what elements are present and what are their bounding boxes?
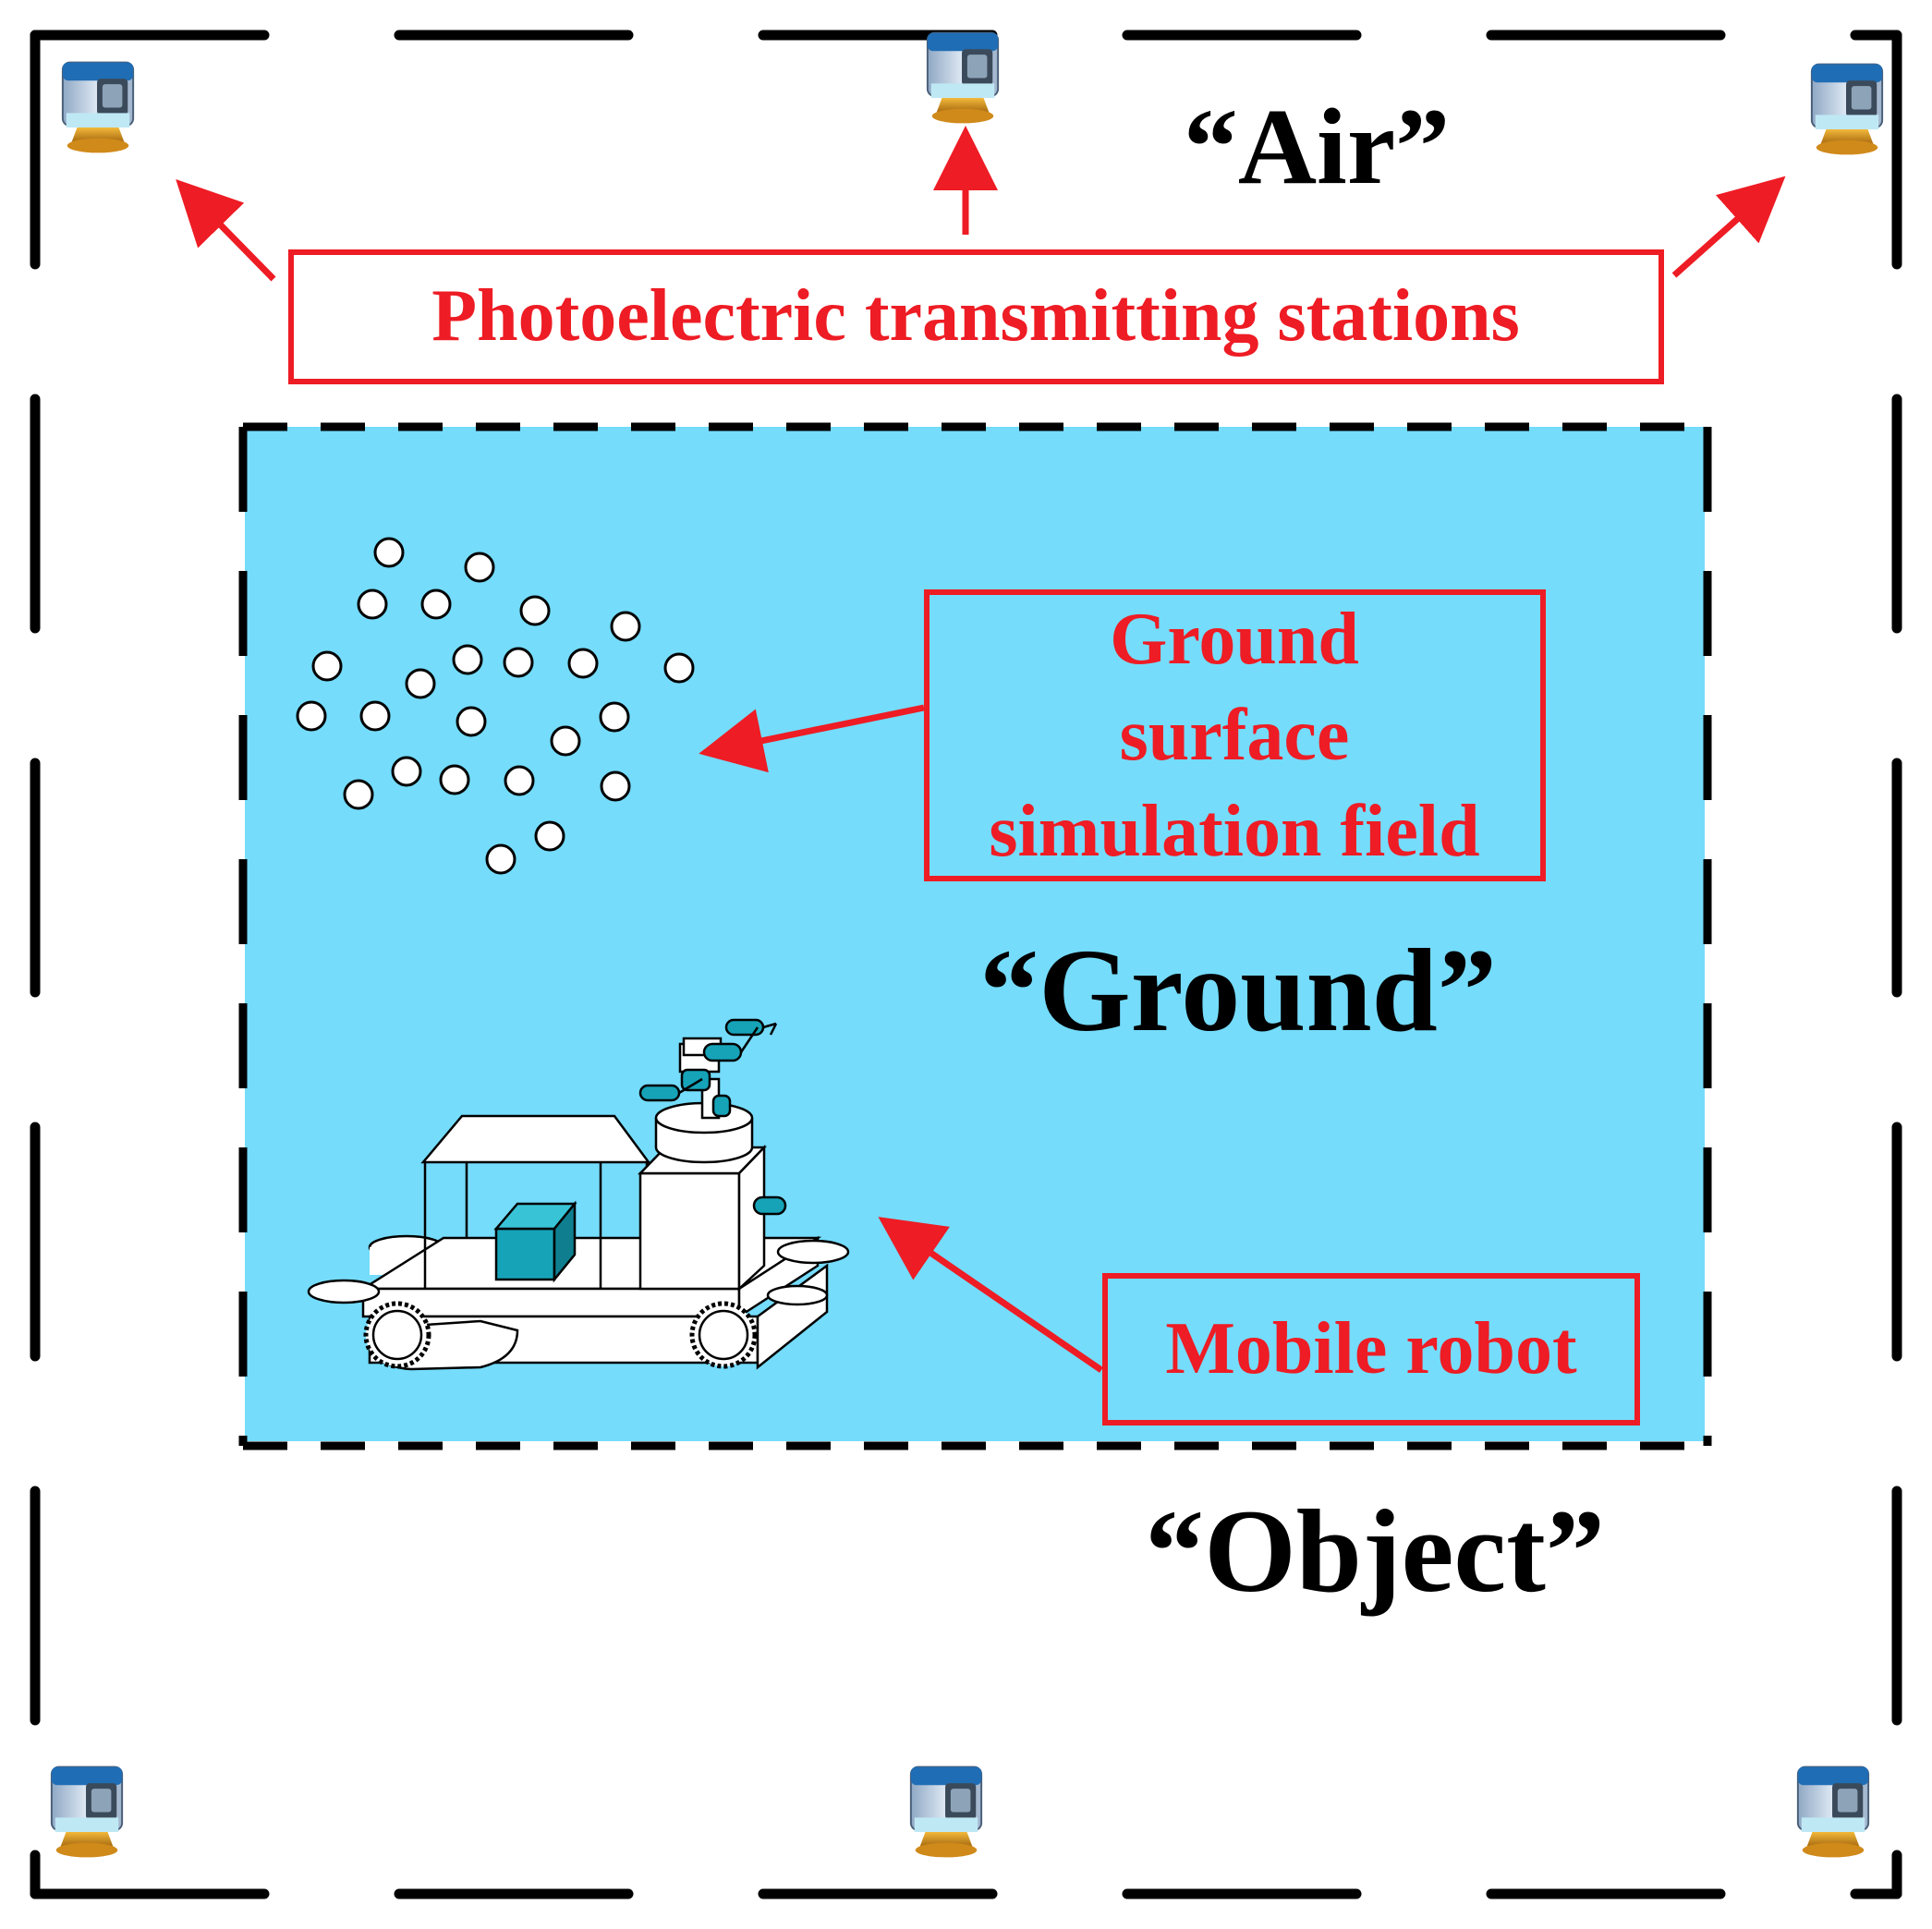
target-marker-icon <box>456 706 487 737</box>
target-marker-icon <box>464 552 495 583</box>
target-marker-icon <box>663 652 695 684</box>
stations-label: Photoelectric transmitting stations <box>431 275 1520 357</box>
target-marker-icon <box>296 700 327 732</box>
photoelectric-station-icon <box>50 1765 124 1859</box>
photoelectric-station-icon <box>1796 1765 1870 1859</box>
wheel-front <box>689 1301 758 1369</box>
field-callout: Ground surface simulation field <box>699 589 1546 881</box>
target-marker-icon <box>420 588 452 620</box>
photoelectric-station-icon <box>926 31 1000 125</box>
field-label-line2: surface <box>1120 695 1350 776</box>
target-marker-icon <box>485 843 516 875</box>
target-marker-icon <box>567 648 599 679</box>
target-marker-icon <box>311 650 343 682</box>
target-marker-icon <box>534 820 565 852</box>
target-marker-icon <box>359 700 391 732</box>
robot-callout: Mobile robot <box>878 1217 1640 1426</box>
arrow-to-field <box>699 704 925 773</box>
target-marker-icon <box>343 779 374 810</box>
arrow-to-robot <box>878 1217 1103 1373</box>
air-label: “Air” <box>1184 86 1450 207</box>
target-marker-icon <box>550 725 581 757</box>
target-marker-icon <box>439 764 470 795</box>
stations-callout: Photoelectric transmitting stations <box>176 126 1786 384</box>
target-marker-icon <box>503 647 534 678</box>
mobile-robot-icon <box>307 1018 850 1371</box>
photoelectric-station-icon <box>909 1765 983 1859</box>
target-marker-icon <box>600 770 631 802</box>
target-marker-icon <box>357 588 388 620</box>
wheel-rear <box>363 1301 431 1369</box>
target-marker-icon <box>391 756 422 787</box>
field-label-line3: simulation field <box>989 791 1479 872</box>
photoelectric-station-icon <box>61 61 135 154</box>
target-marker-icon <box>599 701 630 733</box>
target-marker-icon <box>519 595 551 626</box>
payload-box <box>493 1200 577 1283</box>
robot-label: Mobile robot <box>1165 1308 1577 1389</box>
arrow-to-station-left <box>176 178 276 282</box>
ground-label: “Ground” <box>979 925 1497 1056</box>
target-markers <box>296 537 695 875</box>
object-label: “Object” <box>1145 1486 1605 1617</box>
field-label-line1: Ground <box>1110 599 1359 680</box>
target-marker-icon <box>452 644 483 675</box>
arrow-to-station-right <box>1671 176 1786 278</box>
target-marker-icon <box>504 765 535 796</box>
target-marker-icon <box>373 537 405 568</box>
target-marker-icon <box>405 668 436 699</box>
photoelectric-station-icon <box>1810 63 1884 156</box>
target-marker-icon <box>610 611 641 642</box>
